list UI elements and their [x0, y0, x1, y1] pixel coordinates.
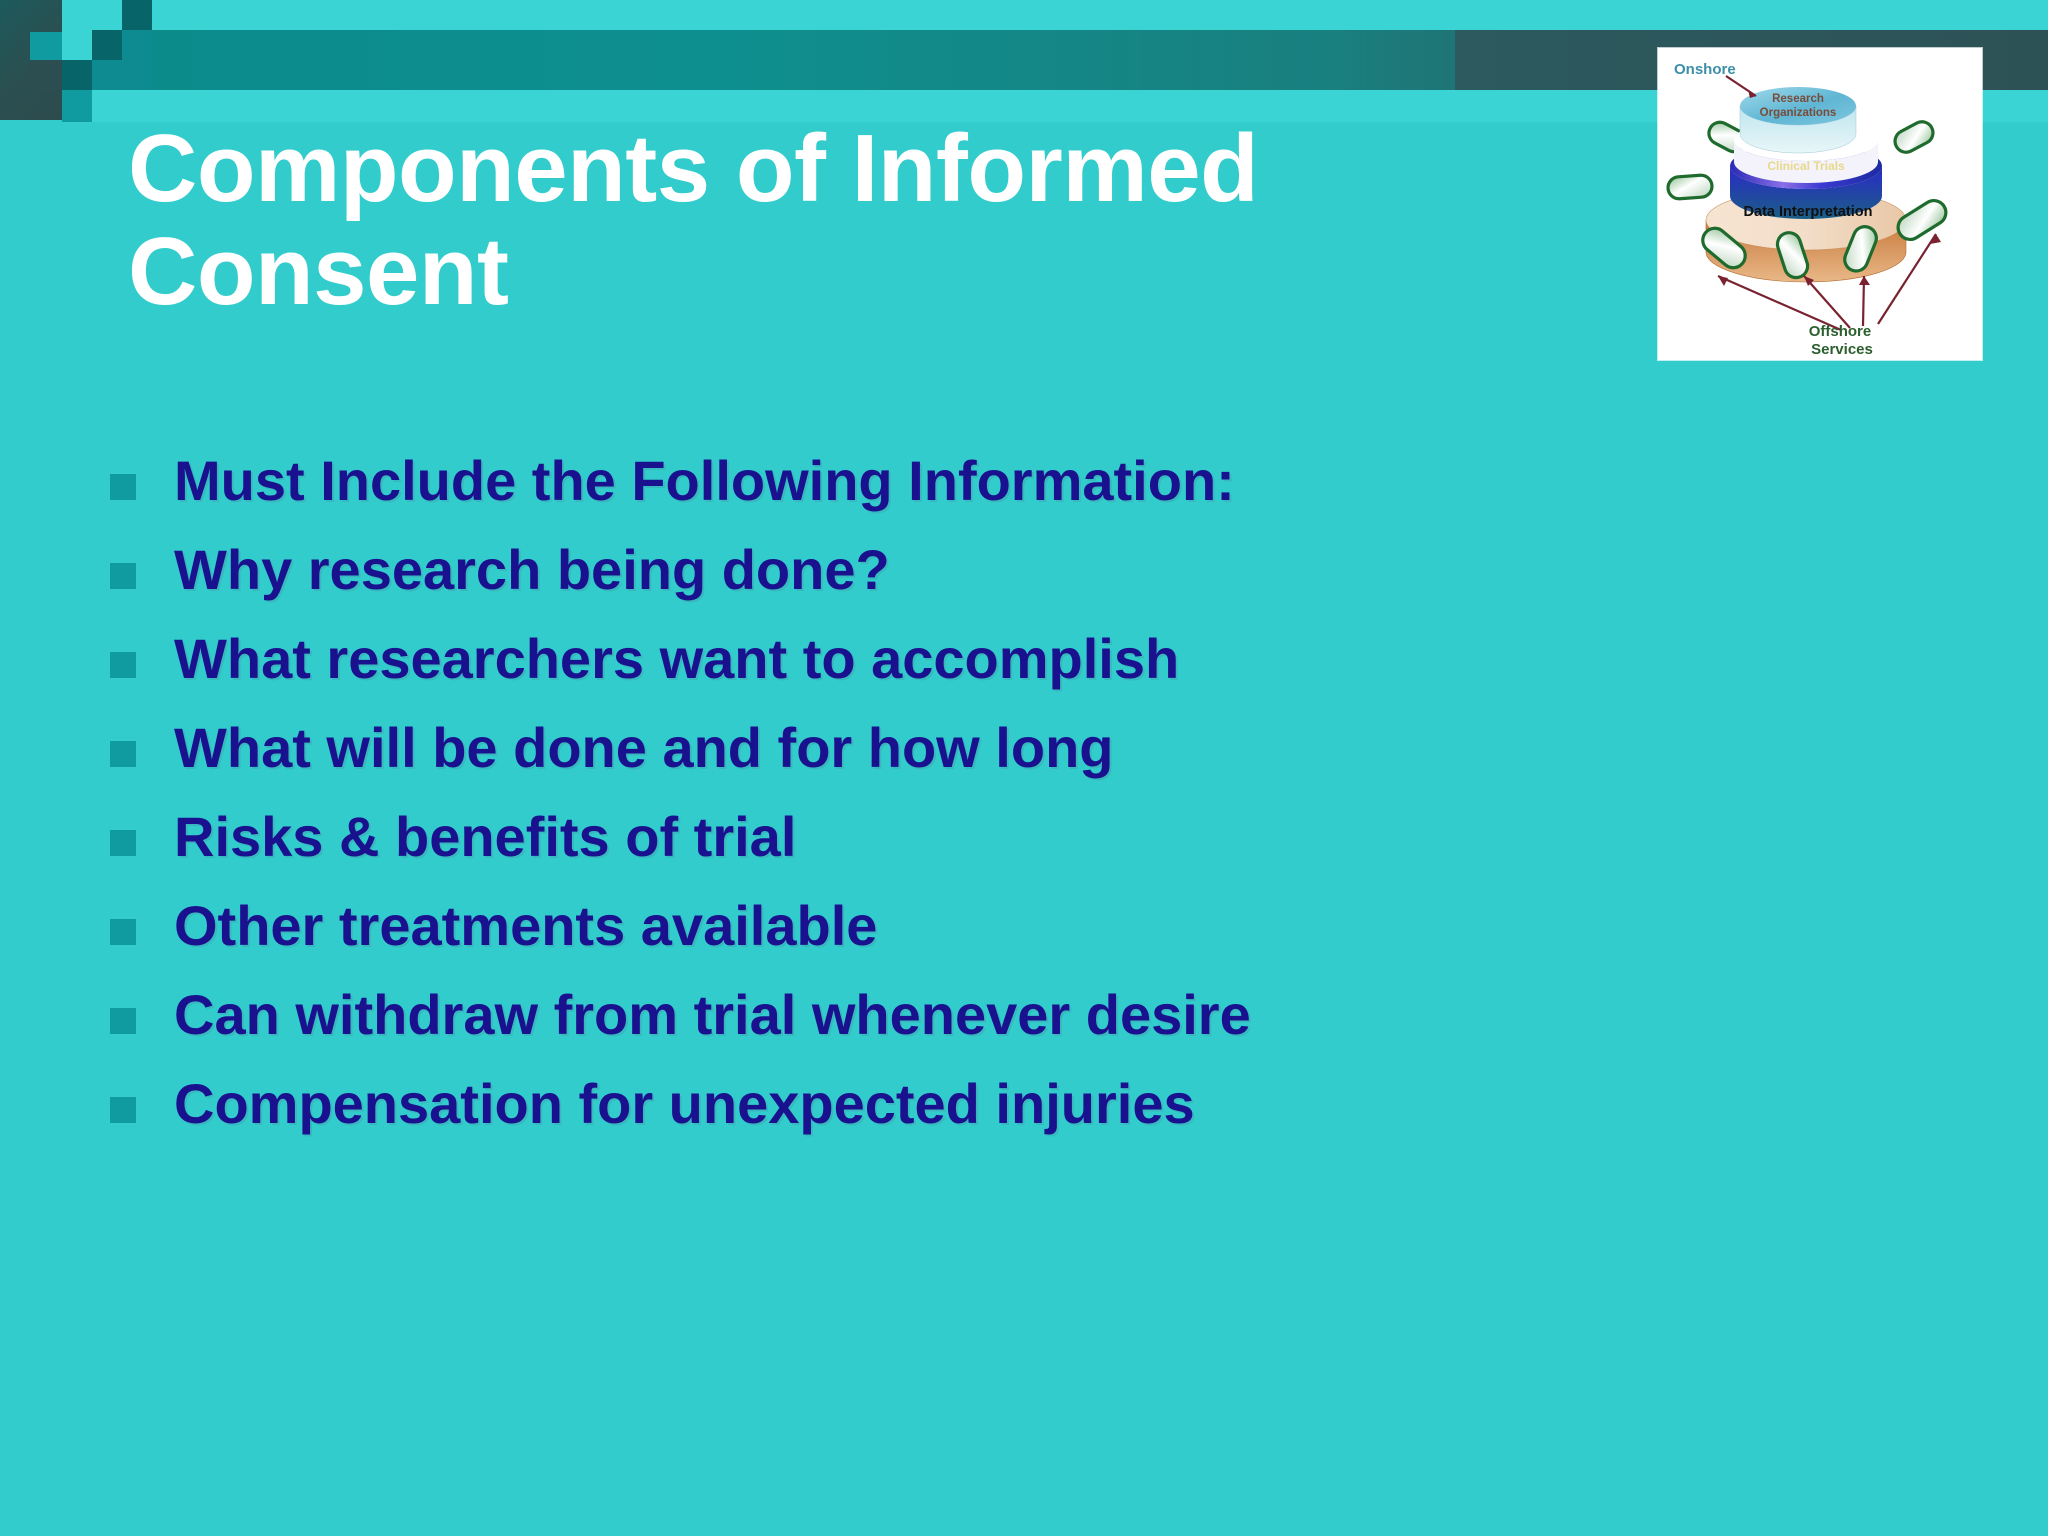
list-item-label: Why research being done? [174, 538, 890, 601]
list-item-label: Risks & benefits of trial [174, 805, 797, 868]
figure-label-onshore: Onshore [1674, 61, 1736, 78]
deco-square [62, 60, 92, 90]
square-bullet-icon [110, 474, 136, 500]
square-bullet-icon [110, 1008, 136, 1034]
square-bullet-icon [110, 919, 136, 945]
list-item-label: What researchers want to accomplish [174, 627, 1180, 690]
list-item[interactable]: Can withdraw from trial whenever desire [110, 983, 1970, 1075]
square-bullet-icon [110, 1097, 136, 1123]
list-item-label: What will be done and for how long [174, 716, 1114, 779]
deco-square [122, 0, 152, 30]
deco-square [152, 0, 2048, 30]
square-bullet-icon [110, 563, 136, 589]
figure-label-data-interpretation: Data Interpretation [1744, 204, 1873, 220]
slide-title: Components of Informed Consent [128, 115, 1259, 325]
list-item[interactable]: Why research being done? [110, 538, 1970, 630]
square-bullet-icon [110, 741, 136, 767]
list-item[interactable]: What will be done and for how long [110, 716, 1970, 808]
capsule-group [1666, 120, 1948, 280]
arrow-group [1717, 75, 1941, 332]
list-item[interactable]: What researchers want to accomplish [110, 627, 1970, 719]
deco-square [92, 60, 152, 90]
list-item[interactable]: Risks & benefits of trial [110, 805, 1970, 897]
figure-label-clinical-trials: Clinical Trials [1767, 159, 1845, 173]
deco-square [30, 60, 62, 90]
figure-label-research-organizations-line1: Research [1772, 93, 1824, 105]
figure-label-offshore-line1: Offshore [1809, 323, 1872, 340]
clinical-research-outsourcing-diagram: Onshore Research Organizations Clinical … [1658, 48, 1982, 360]
disc-research-organizations [1739, 87, 1857, 154]
deco-square [92, 30, 122, 60]
list-item-label: Compensation for unexpected injuries [174, 1072, 1195, 1135]
deco-square [122, 30, 152, 60]
square-bullet-icon [110, 652, 136, 678]
list-item-label: Other treatments available [174, 894, 878, 957]
deco-square [30, 32, 62, 60]
deco-square [62, 30, 92, 60]
list-item[interactable]: Compensation for unexpected injuries [110, 1072, 1970, 1164]
list-item[interactable]: Must Include the Following Information: [110, 449, 1970, 541]
list-item-label: Can withdraw from trial whenever desire [174, 983, 1251, 1046]
list-item-label: Must Include the Following Information: [174, 449, 1235, 512]
square-bullet-icon [110, 830, 136, 856]
list-item[interactable]: Other treatments available [110, 894, 1970, 986]
deco-square [62, 0, 122, 30]
figure-label-research-organizations-line2: Organizations [1760, 107, 1837, 119]
figure-label-offshore-line2: Services [1811, 341, 1873, 358]
deco-square [62, 90, 92, 122]
bullet-list: Must Include the Following Information: … [110, 449, 1970, 1164]
